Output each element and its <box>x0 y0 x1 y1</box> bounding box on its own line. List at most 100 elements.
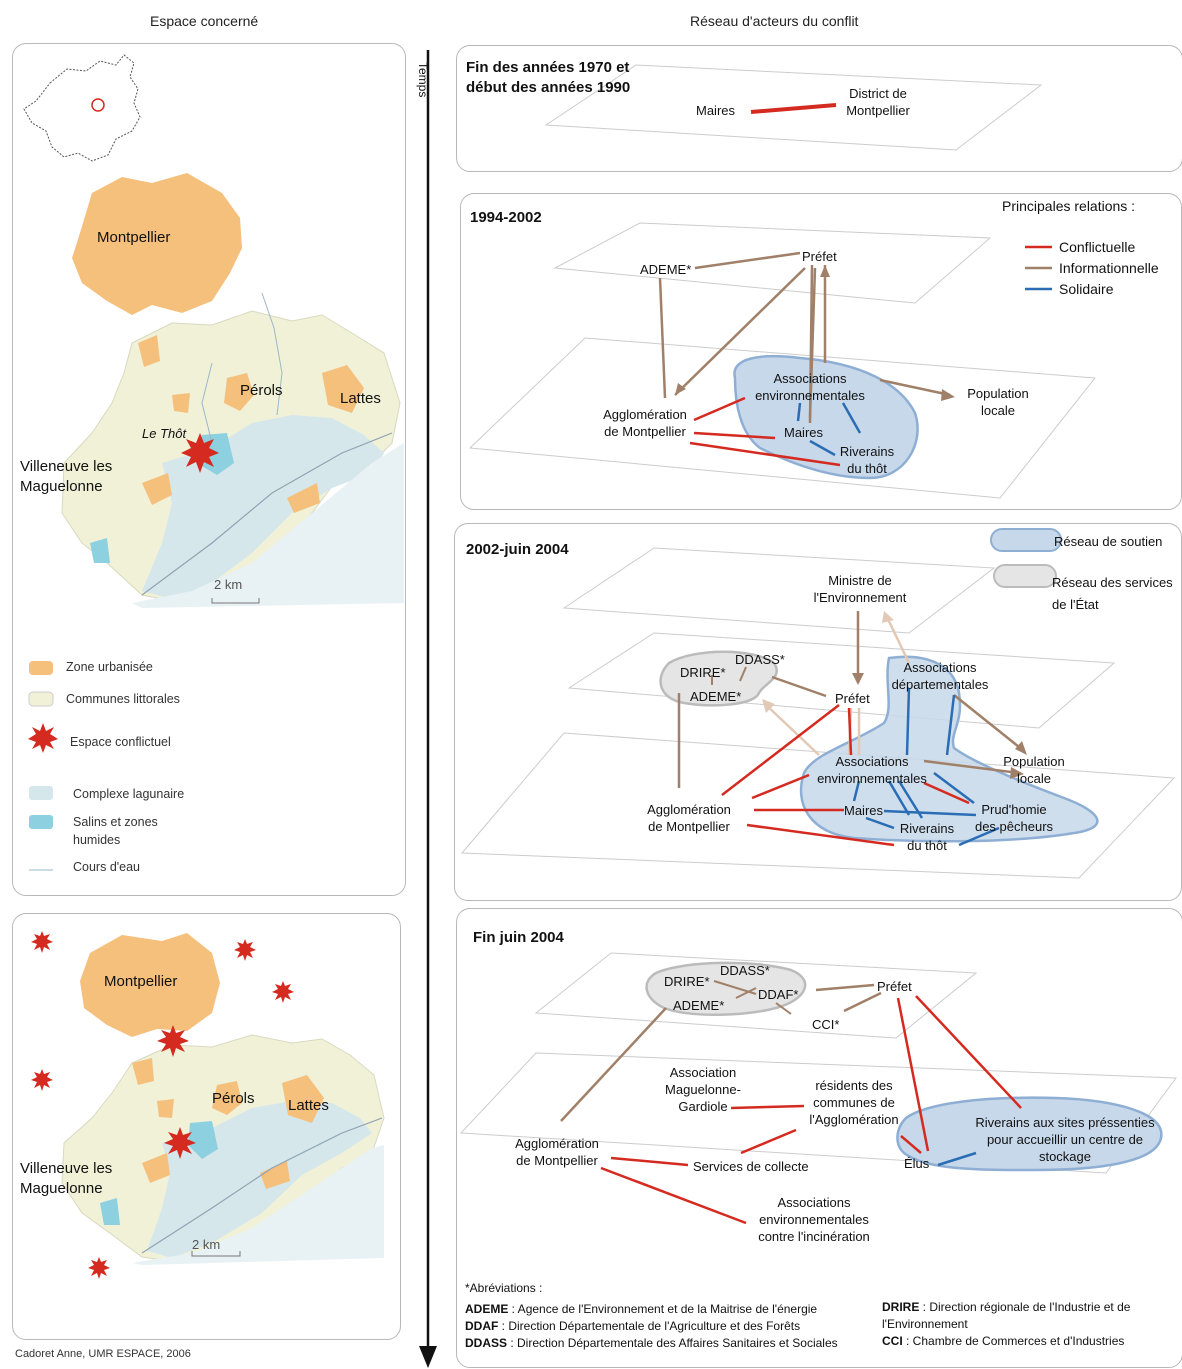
sol-assocenv-prud <box>933 772 975 804</box>
abbr-drire-line2: l'Environnement <box>882 1317 968 1331</box>
plane-ministre <box>562 547 996 634</box>
sol-assocdep-assocenv <box>905 687 911 756</box>
info-ademe-prefet <box>694 251 801 270</box>
agglo-line2: de Montpellier <box>648 819 730 834</box>
district-line2: Montpellier <box>846 103 910 118</box>
riverains-sites-line1: Riverains aux sites préssenties <box>975 1115 1155 1130</box>
sol-maires-riverains <box>865 816 895 830</box>
node-riverains: Riverains du thôt <box>832 443 902 477</box>
legend-swatch-soutien <box>990 528 1062 552</box>
urban-patch-7 <box>142 1153 170 1183</box>
legend-label-lagunaire: Complexe lagunaire <box>73 787 185 801</box>
credit: Cadoret Anne, UMR ESPACE, 2006 <box>15 1348 191 1360</box>
legend-label-conflictuel: Espace conflictuel <box>70 735 171 749</box>
assoc-inc-line1: Associations <box>777 1195 851 1210</box>
conflict-residents-elus <box>900 1135 922 1154</box>
info-arrowhead-4 <box>1010 767 1024 779</box>
info-assocdep-population <box>953 694 1025 752</box>
panel4-title: Fin juin 2004 <box>473 929 564 946</box>
river-1 <box>261 292 283 416</box>
salins-area-4 <box>100 1198 120 1225</box>
node-prefet: Préfet <box>835 691 870 706</box>
panel1-title-line2: début des années 1990 <box>466 79 631 96</box>
ministre-line2: l'Environnement <box>813 590 907 605</box>
legend-label-salins-1: Salins et zones <box>73 815 158 829</box>
riverains-line1: Riverains <box>839 444 895 459</box>
abbr-cci: CCI : Chambre de Commerces et d'Industri… <box>882 1334 1124 1349</box>
node-services-collecte: Services de collecte <box>693 1159 809 1174</box>
node-riverains: Riverains du thôt <box>892 820 962 854</box>
lattes-urban <box>322 365 364 413</box>
conflict-prud-assoc <box>923 781 970 805</box>
legend-label-salins-2: humides <box>73 833 121 847</box>
assoc-dep-line1: Associations <box>903 660 977 675</box>
residents-line1: résidents des <box>815 1078 893 1093</box>
assoc-line2: environnementales <box>755 388 865 403</box>
time-arrow-head <box>419 1346 437 1368</box>
info-cci-prefet <box>843 991 882 1013</box>
map-label-montpellier: Montpellier <box>97 229 171 246</box>
abbr-ddass: DDASS : Direction Départementale des Aff… <box>465 1336 838 1351</box>
abbr-cci-key: CCI <box>882 1334 903 1348</box>
panel1-diagram <box>544 64 1043 151</box>
node-agglomeration: Agglomération de Montpellier <box>504 1135 610 1169</box>
urban-patch-4 <box>287 483 320 513</box>
sea-area <box>132 443 404 608</box>
support-network-zone <box>799 655 1099 843</box>
sol-assocenv-maires <box>852 780 861 802</box>
urban-patch-1 <box>138 335 160 367</box>
time-label: Temps <box>416 62 430 98</box>
legend-etat-line2: de l'État <box>1052 597 1099 612</box>
conflict-agglo-prefet <box>721 704 840 796</box>
plane-services <box>567 632 1116 729</box>
sol-maires-riverains <box>809 439 836 457</box>
population-line2: locale <box>981 403 1015 418</box>
abbr-ademe-val: : Agence de l'Environnement et de la Mai… <box>508 1302 818 1316</box>
services-ddass-ademe <box>739 666 747 682</box>
node-population: Population locale <box>994 753 1074 787</box>
sol-riverains-prud <box>958 826 1000 847</box>
residents-line3: l'Agglomération <box>809 1112 899 1127</box>
node-asso-maguelonne: Association Maguelonne- Gardiole <box>652 1064 754 1115</box>
conflict-star-7 <box>88 1257 110 1279</box>
sol-assocdep-prud <box>945 694 956 756</box>
info-arrowhead-3 <box>941 389 955 401</box>
legend-etat-line1: Réseau des services <box>1052 575 1173 590</box>
link-conflictuelle <box>750 103 837 114</box>
info-ddaf-cci <box>775 1002 792 1015</box>
support-network-zone <box>896 1096 1163 1172</box>
info-ademe-ddaf <box>735 987 757 999</box>
node-assoc-environnementales: Associations environnementales <box>802 753 942 787</box>
sea-area-2 <box>132 1145 384 1265</box>
railway-line-2 <box>141 1117 383 1254</box>
ministre-line1: Ministre de <box>828 573 892 588</box>
node-associations: Associations environnementales <box>740 370 880 404</box>
conflict-asso-residents <box>730 1104 805 1110</box>
conflict-agglo-assoc <box>693 396 746 422</box>
relation-informationnelle: Informationnelle <box>1059 260 1159 276</box>
map2-scale-label: 2 km <box>192 1237 221 1252</box>
node-ademe: ADEME* <box>640 262 692 277</box>
map2-label-villeneuve: Villeneuve les <box>20 1160 113 1177</box>
info-arrowhead-2 <box>820 265 830 277</box>
support-network-zone <box>733 354 919 480</box>
district-line1: District de <box>849 86 907 101</box>
asso-mag-line1: Association <box>669 1065 737 1080</box>
conflict-prefet-riverains <box>915 995 1022 1109</box>
state-services-zone <box>645 961 807 1017</box>
info-prefet-agglo <box>674 267 806 396</box>
info-arrowhead-2 <box>882 611 894 623</box>
legend-swatch-salins <box>29 815 53 829</box>
map-secondary <box>31 931 385 1279</box>
relation-conflictuelle: Conflictuelle <box>1059 239 1136 255</box>
abbr-ddaf-key: DDAF <box>465 1319 499 1333</box>
legend-swatch-lagunaire <box>29 786 53 800</box>
info-assocenv-population <box>923 759 1020 775</box>
riverains-sites-line3: stockage <box>1038 1149 1092 1164</box>
prudhomie-line1: Prud'homie <box>981 802 1047 817</box>
sol-maires-prud <box>883 809 977 817</box>
state-services-zone <box>659 650 778 707</box>
assoc-inc-line2: environnementales <box>759 1212 869 1227</box>
conflict-star-5 <box>31 1069 53 1091</box>
map-label-lattes: Lattes <box>340 390 381 407</box>
